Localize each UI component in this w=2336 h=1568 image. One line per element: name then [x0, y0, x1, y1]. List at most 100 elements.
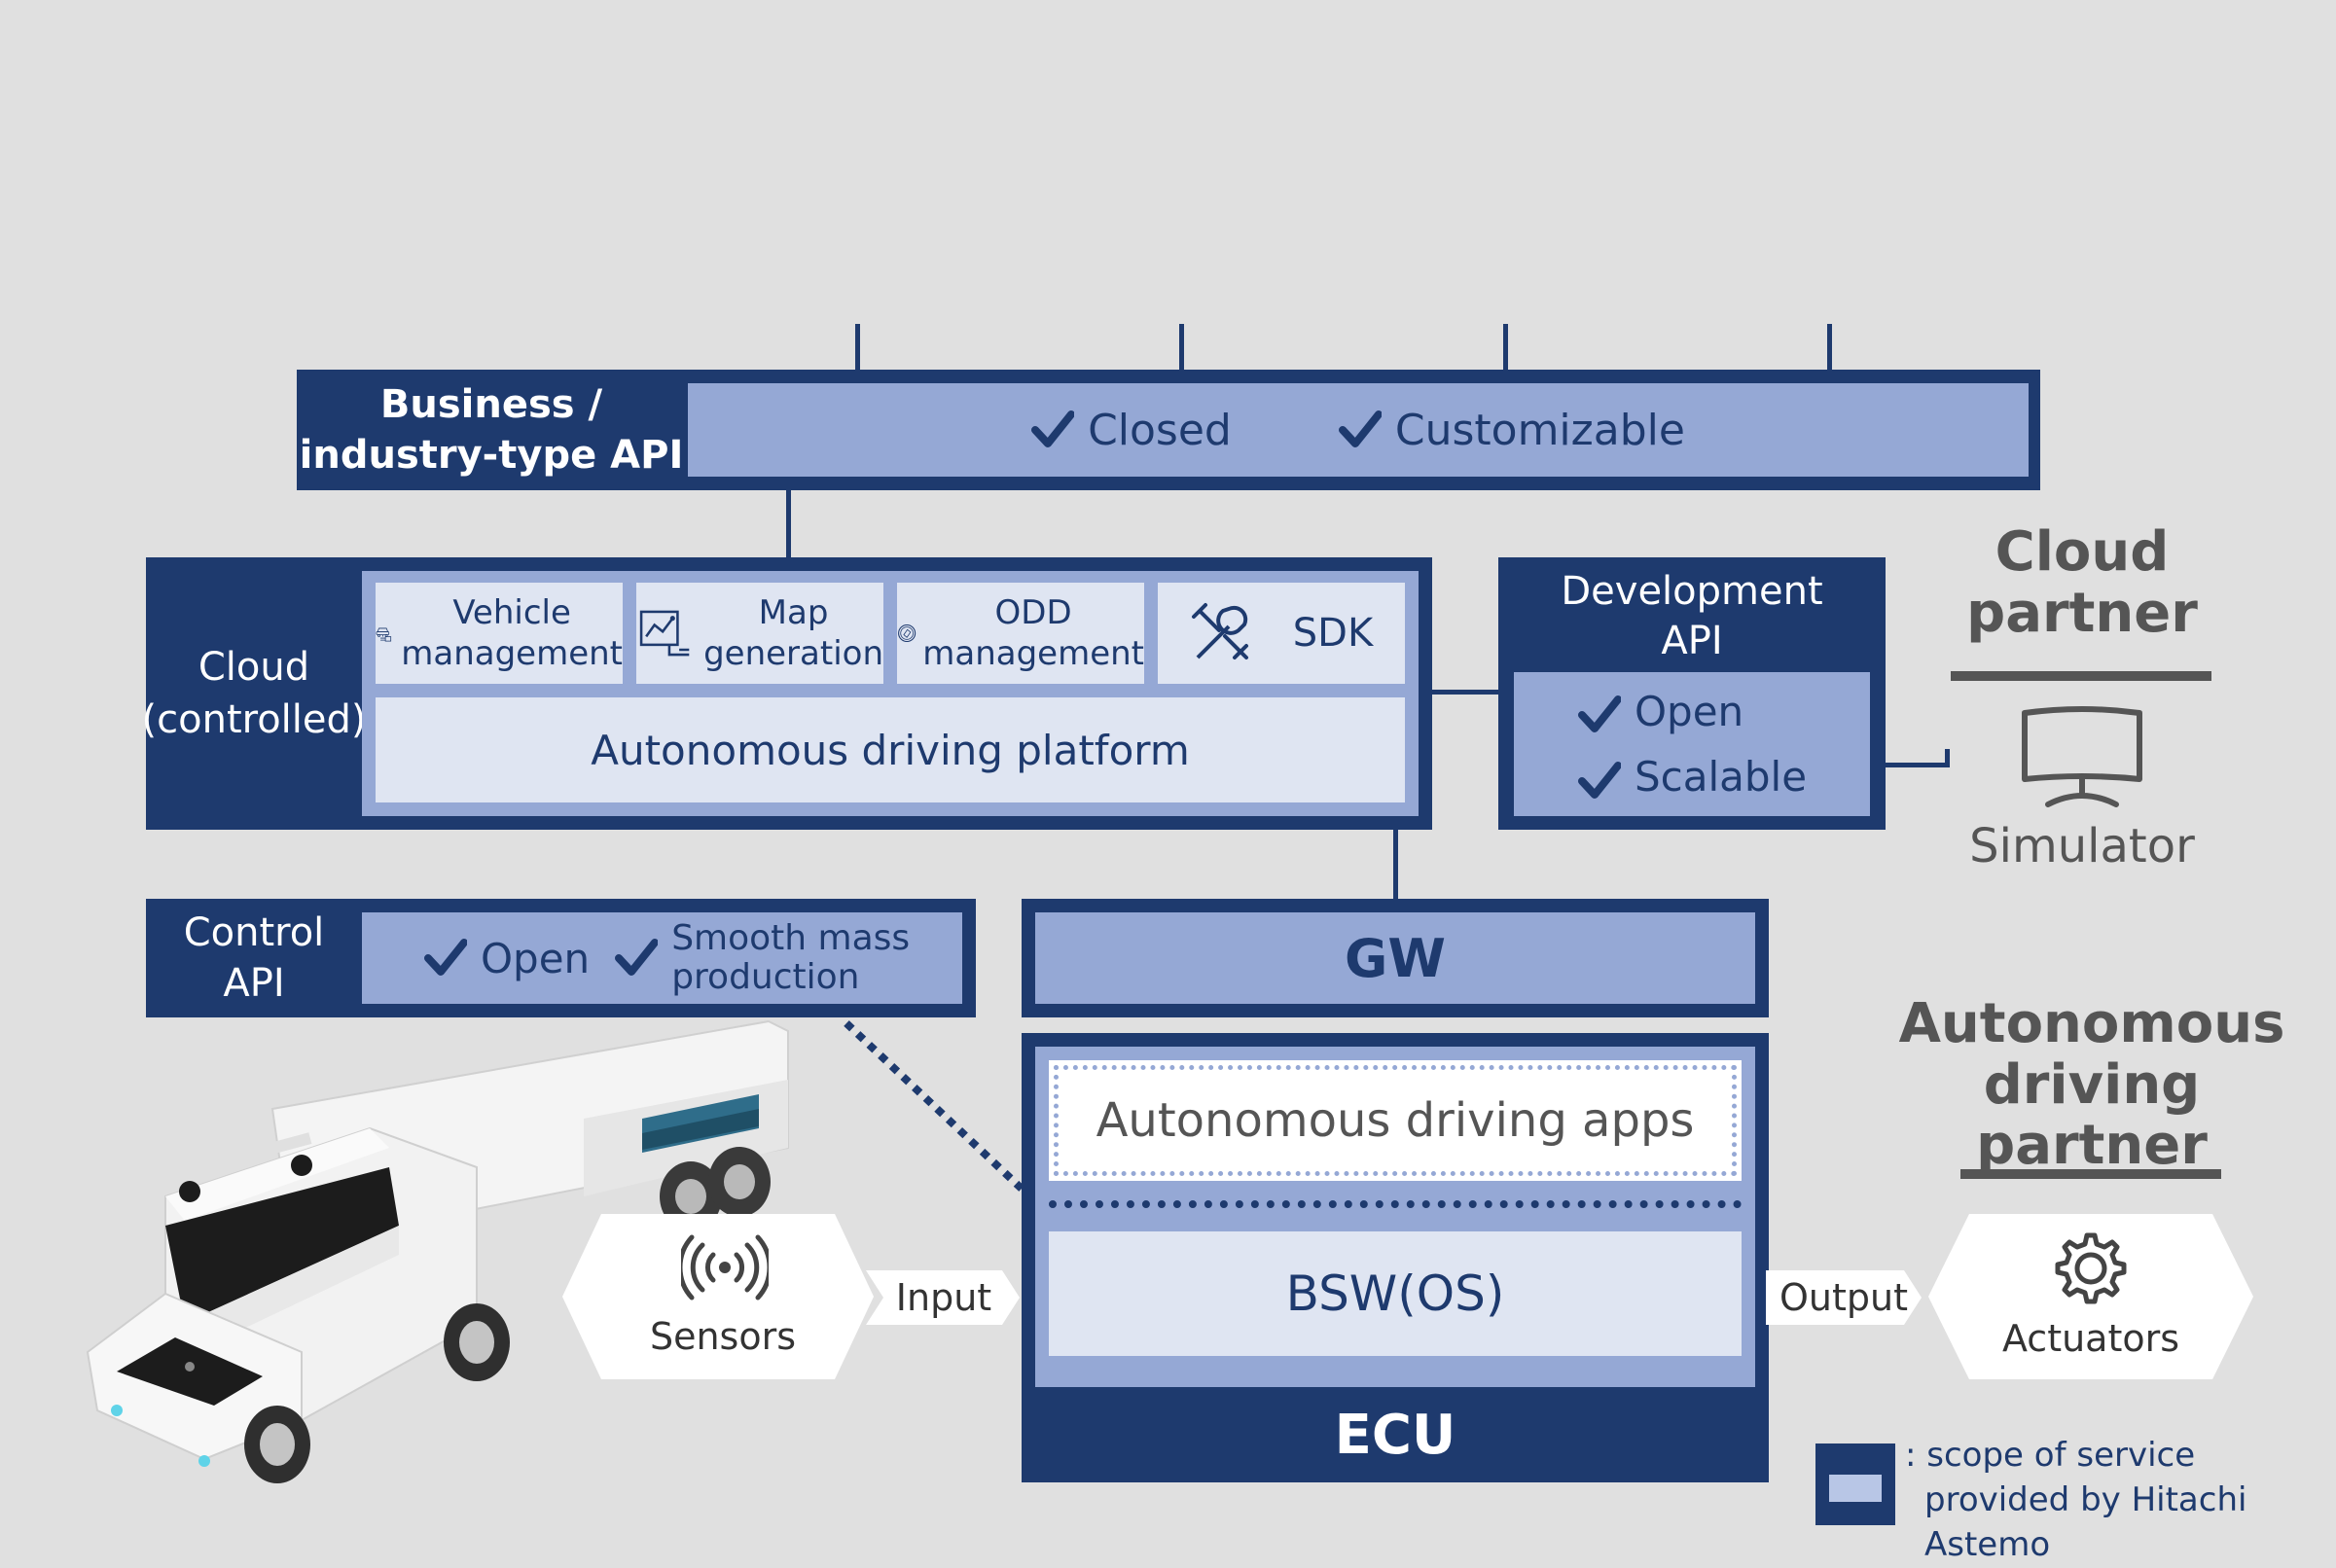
gw-box: GW	[1022, 899, 1769, 1017]
module-map-text: Map generation	[703, 592, 883, 675]
check-icon	[1578, 756, 1622, 799]
scalable-label: Scalable	[1635, 753, 1808, 801]
platform-label: Autonomous driving platform	[591, 726, 1190, 774]
connector-cloud-gw	[1393, 828, 1398, 902]
control-api-label: Control API	[146, 899, 362, 1017]
customizable-label: Customizable	[1394, 405, 1685, 455]
control-api-traits: Open Smooth mass production	[362, 912, 962, 1004]
cloud-label-line1: Cloud	[198, 645, 310, 690]
check-open-control: Open	[424, 935, 590, 982]
development-api-line1: Development	[1561, 568, 1823, 614]
check-customizable: Customizable	[1338, 405, 1685, 455]
ad-partner-underline	[1960, 1169, 2221, 1179]
input-label: Input	[876, 1270, 1012, 1325]
connector-arrow-tip	[1945, 749, 1950, 767]
ecu-label: ECU	[1022, 1393, 1769, 1477]
actuators-text: Actuators	[2001, 1317, 2180, 1360]
connector-business-cloud	[786, 488, 791, 559]
development-api-box: Development API Open Scalable	[1498, 557, 1886, 830]
business-api-label: Business / industry-type API	[297, 370, 686, 490]
module-odd-text: ODD management	[922, 592, 1144, 675]
cloud-box: Cloud (controlled) Vehicle management	[142, 557, 1432, 830]
apps-label: Autonomous driving apps	[1096, 1093, 1695, 1148]
smooth-mass-text: Smooth mass production	[671, 919, 910, 996]
cloud-partner-title: Cloud partner	[1936, 516, 2228, 652]
bsw-label: BSW(OS)	[1285, 1265, 1505, 1322]
output-label: Output	[1766, 1270, 1922, 1325]
cloud-label: Cloud (controlled)	[142, 557, 367, 830]
check-icon	[1578, 690, 1622, 733]
ad-partner-line2: driving partner	[1976, 1052, 2208, 1178]
output-arrow	[1766, 1270, 1922, 1325]
ecu-text: ECU	[1334, 1403, 1456, 1467]
ad-partner-line1: Autonomous	[1898, 991, 2285, 1055]
gear-icon	[2055, 1232, 2127, 1304]
autonomous-driving-apps: Autonomous driving apps	[1049, 1060, 1742, 1181]
map-generation-icon	[639, 610, 690, 657]
module-map-generation[interactable]: Map generation	[636, 583, 883, 684]
smooth-mass-line1: Smooth mass	[671, 918, 911, 959]
cloud-partner-underline	[1951, 671, 2211, 681]
ecu-box: Autonomous driving apps BSW(OS) ECU	[1022, 1033, 1769, 1482]
check-icon	[424, 937, 468, 980]
open-control-label: Open	[481, 934, 591, 982]
autonomous-driving-platform: Autonomous driving platform	[376, 697, 1405, 802]
legend-swatch-inner	[1829, 1475, 1882, 1502]
vehicle-management-icon	[376, 627, 392, 642]
autonomous-truck-illustration	[86, 1019, 789, 1483]
development-api-label: Development API	[1498, 563, 1886, 670]
business-api-traits: Closed Customizable	[688, 383, 2029, 477]
cloud-label-line2: (controlled)	[141, 697, 367, 742]
smooth-mass-line2: production	[671, 957, 860, 997]
simulator-text: Simulator	[1969, 819, 2195, 873]
development-api-traits: Open Scalable	[1514, 672, 1870, 816]
odd-management-icon	[898, 624, 916, 643]
sensor-signal-icon	[681, 1234, 769, 1301]
tick-3	[1503, 324, 1508, 373]
module-odd-line2: management	[922, 634, 1144, 673]
monitor-icon	[2022, 706, 2142, 807]
business-api-label-line1: Business /	[379, 382, 603, 427]
cloud-partner-line1: Cloud	[1995, 520, 2170, 585]
cloud-partner-line2: partner	[1966, 582, 2198, 645]
business-api-label-line2: industry-type API	[299, 433, 684, 478]
check-scalable: Scalable	[1578, 744, 1870, 809]
legend-text: : scope of service provided by Hitachi A…	[1905, 1434, 2304, 1564]
sensors-hexagon	[562, 1214, 874, 1379]
legend-swatch	[1815, 1443, 1895, 1525]
tick-1	[855, 324, 860, 373]
tools-icon	[1191, 603, 1248, 659]
check-icon	[1031, 409, 1076, 451]
bsw-os: BSW(OS)	[1049, 1231, 1742, 1356]
sensors-text: Sensors	[649, 1315, 797, 1358]
apps-dotted-divider	[1049, 1200, 1742, 1208]
simulator-label: Simulator	[1936, 815, 2228, 877]
ecu-inner: Autonomous driving apps BSW(OS)	[1035, 1047, 1755, 1387]
check-closed: Closed	[1031, 406, 1232, 455]
check-icon	[615, 937, 660, 980]
module-vehicle-line2: management	[401, 634, 623, 673]
check-open-dev: Open	[1578, 679, 1870, 744]
module-vehicle-management[interactable]: Vehicle management	[376, 583, 623, 684]
cloud-inner: Vehicle management Map generation	[362, 571, 1419, 816]
business-api-box: Business / industry-type API Closed Cust…	[297, 370, 2040, 490]
legend-line1: : scope of service	[1905, 1436, 2196, 1475]
input-text: Input	[895, 1276, 992, 1319]
sensors-label: Sensors	[601, 1311, 845, 1362]
legend-line2: provided by Hitachi Astemo	[1924, 1479, 2247, 1564]
connector-cloud-devapi	[1431, 690, 1499, 695]
closed-label: Closed	[1088, 405, 1232, 455]
tick-4	[1827, 324, 1832, 373]
gw-inner: GW	[1035, 912, 1755, 1004]
module-odd-management[interactable]: ODD management	[897, 583, 1144, 684]
module-map-line1: Map	[758, 592, 829, 632]
connector-devapi-simulator	[1884, 763, 1950, 767]
module-sdk[interactable]: SDK	[1158, 583, 1405, 684]
module-vehicle-line1: Vehicle	[452, 592, 571, 632]
output-text: Output	[1779, 1276, 1908, 1319]
check-smooth-mass-production: Smooth mass production	[615, 919, 910, 996]
gw-label: GW	[1345, 927, 1446, 989]
module-map-line2: generation	[703, 634, 883, 673]
module-vehicle-text: Vehicle management	[401, 592, 623, 675]
check-icon	[1338, 409, 1383, 451]
